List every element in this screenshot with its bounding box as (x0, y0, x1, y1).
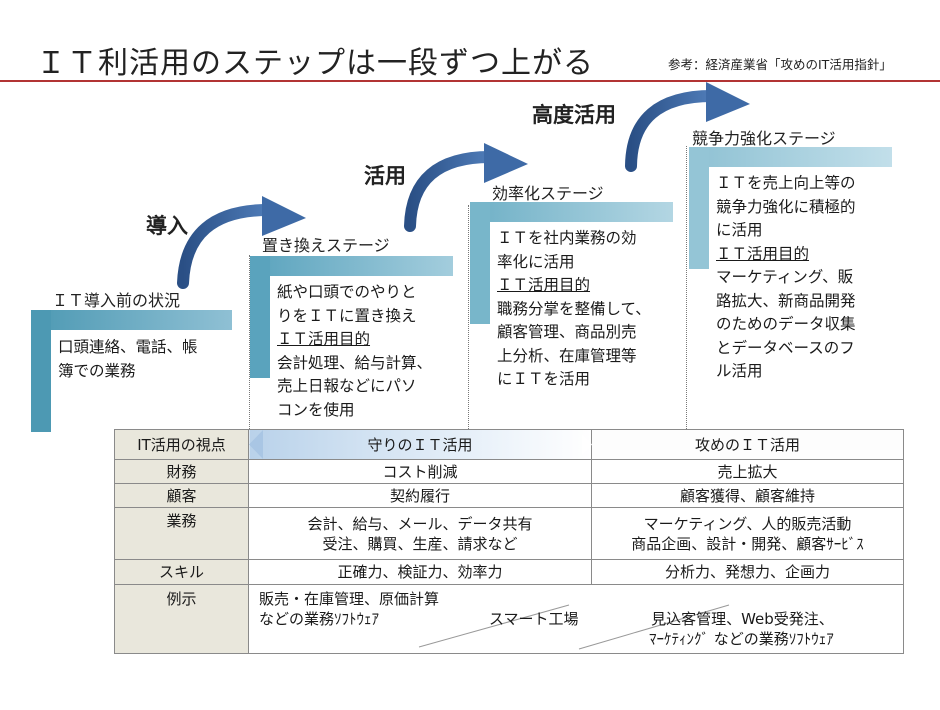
divider-3 (686, 146, 687, 429)
example-middle: スマート工場 (489, 610, 579, 628)
cell-defense-skill: 正確力、検証力、効率力 (248, 559, 592, 585)
cell-offense-finance: 売上拡大 (591, 459, 904, 484)
stage-before-text: 口頭連絡、電話、帳 簿での業務 (58, 338, 198, 380)
row-label-operations: 業務 (114, 507, 249, 560)
cell-defense-finance: コスト削減 (248, 459, 592, 484)
table-row: 業務 会計、給与、メール、データ共有 受注、購買、生産、請求など マーケティング… (114, 507, 904, 560)
stage-competitive-label: 競争力強化ステージ (692, 129, 836, 148)
arrow-advanced-icon (625, 82, 750, 172)
arrow-intro-icon (177, 196, 306, 289)
stage-efficiency-bar (470, 202, 673, 222)
stage-replace-text: 紙や口頭でのやりと りをＩＴに置き換え ＩＴ活用目的 会計処理、給与計算、 売上… (277, 283, 433, 419)
cell-examples: 販売・在庫管理、原価計算 などの業務ｿﾌﾄｳｪｱ スマート工場 見込客管理、We… (248, 584, 904, 654)
title-rule (0, 80, 940, 82)
stage-efficiency-label: 効率化ステージ (492, 184, 604, 203)
row-label-examples: 例示 (114, 584, 249, 654)
cell-defense-customer: 契約履行 (248, 483, 592, 508)
row-label-finance: 財務 (114, 459, 249, 484)
table-row: 財務 コスト削減 売上拡大 (114, 459, 904, 484)
row-label-skill: スキル (114, 559, 249, 585)
stage-before-label: ＩＴ導入前の状況 (52, 291, 181, 310)
header-offense-cell: 攻めのＩＴ活用 (591, 429, 904, 460)
table-row: 例示 販売・在庫管理、原価計算 などの業務ｿﾌﾄｳｪｱ スマート工場 見込客管理… (114, 584, 904, 654)
cell-offense-skill: 分析力、発想力、企画力 (591, 559, 904, 585)
stage-replace-purpose-label: ＩＴ活用目的 (277, 330, 371, 348)
stage-replace-bar (250, 256, 453, 276)
stage-efficiency-post (470, 202, 490, 324)
stage-competitive-post (689, 147, 709, 269)
stage-before-post (31, 310, 51, 432)
table-row: スキル 正確力、検証力、効率力 分析力、発想力、企画力 (114, 559, 904, 585)
row-label-customer: 顧客 (114, 483, 249, 508)
header-perspective-cell: IT活用の視点 (114, 429, 249, 460)
stage-before-bar (31, 310, 232, 330)
stage-replace-label: 置き換えステージ (262, 236, 390, 255)
example-left: 販売・在庫管理、原価計算 などの業務ｿﾌﾄｳｪｱ (259, 590, 440, 628)
source-note: 参考：経済産業省「攻めのIT活用指針」 (668, 57, 892, 72)
page-title: ＩＴ利活用のステップは一段ずつ上がる (36, 46, 594, 81)
cell-offense-customer: 顧客獲得、顧客維持 (591, 483, 904, 508)
stage-competitive-purpose-label: ＩＴ活用目的 (716, 244, 810, 263)
step-use-label: 活用 (364, 164, 406, 188)
cell-defense-operations: 会計、給与、メール、データ共有 受注、購買、生産、請求など (248, 507, 592, 560)
step-advanced-label: 高度活用 (532, 103, 616, 127)
stage-efficiency-text: ＩＴを社内業務の効 率化に活用 ＩＴ活用目的 職務分掌を整備して、 顧客管理、商… (497, 229, 651, 388)
header-defense-label: 守りのＩＴ活用 (367, 435, 473, 454)
stage-efficiency-purpose-label: ＩＴ活用目的 (497, 276, 591, 294)
defense-arrow-icon (249, 430, 592, 459)
divider-2 (468, 205, 469, 429)
it-perspective-table: IT活用の視点 守りのＩＴ活用 攻めのＩＴ活用 財務 コスト削減 売上拡大 顧客… (114, 429, 904, 654)
divider-1 (249, 255, 250, 429)
stage-replace-post (250, 256, 270, 378)
table-header-row: IT活用の視点 守りのＩＴ活用 攻めのＩＴ活用 (114, 429, 904, 460)
example-right: 見込客管理、Web受発注、 ﾏｰｹﾃｨﾝｸﾞ などの業務ｿﾌﾄｳｪｱ (649, 610, 834, 648)
cell-offense-operations: マーケティング、人的販売活動 商品企画、設計・開発、顧客ｻｰﾋﾞｽ (591, 507, 904, 560)
header-defense-cell: 守りのＩＴ活用 (248, 429, 592, 460)
step-intro-label: 導入 (146, 214, 188, 238)
stage-competitive-text: ＩＴを売上向上等の 競争力強化に積極的 に活用 ＩＴ活用目的 マーケティング、販… (716, 174, 856, 380)
table-row: 顧客 契約履行 顧客獲得、顧客維持 (114, 483, 904, 508)
stage-competitive-bar (689, 147, 892, 167)
examples-diagonal-divider (418, 604, 730, 650)
arrow-use-icon (404, 143, 528, 232)
